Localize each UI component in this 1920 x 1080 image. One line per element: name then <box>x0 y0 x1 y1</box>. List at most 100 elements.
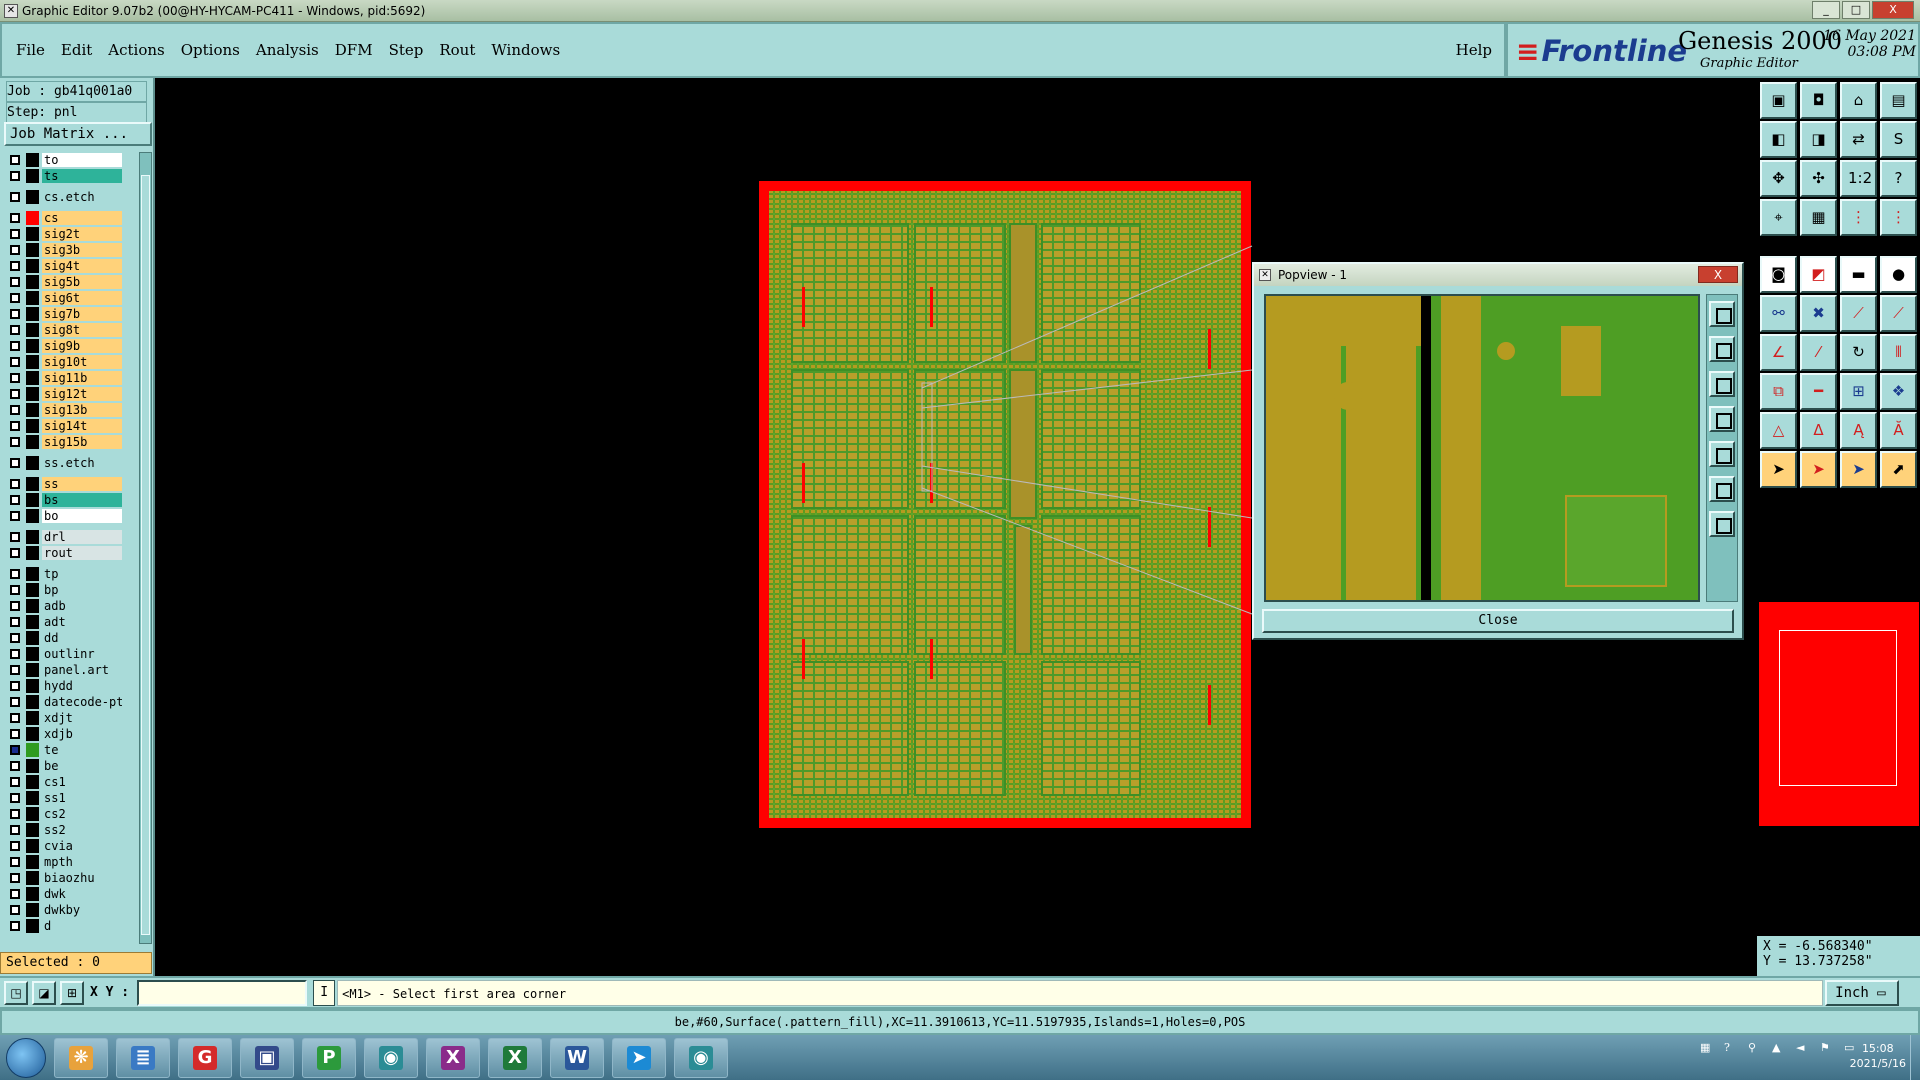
popview-pan-right-button[interactable] <box>1709 441 1735 467</box>
layer-name[interactable]: te <box>42 743 122 757</box>
layer-name[interactable]: hydd <box>42 679 122 693</box>
tray-clock[interactable]: 15:08 2021/5/16 <box>1850 1041 1906 1071</box>
frame-tool-button[interactable]: ▤ <box>1880 82 1917 119</box>
menu-analysis[interactable]: Analysis <box>255 41 319 59</box>
display-icon[interactable]: ▭ <box>1844 1041 1855 1054</box>
connect-tool-button[interactable]: ⚯ <box>1760 295 1797 332</box>
taskbar-app-notepad[interactable]: ≣ <box>116 1037 170 1078</box>
maximize-button[interactable]: □ <box>1842 1 1870 19</box>
layer-row[interactable]: outlinr <box>4 646 140 662</box>
mirror-tool-button[interactable]: ⫴ <box>1880 334 1917 371</box>
layer-row[interactable]: to <box>4 152 140 168</box>
overview-map[interactable] <box>1759 602 1919 826</box>
layer-checkbox[interactable] <box>10 825 20 835</box>
popview-center-button[interactable] <box>1709 511 1735 537</box>
layer-row[interactable]: sig9b <box>4 338 140 354</box>
keyboard-icon[interactable]: ▦ <box>1700 1041 1711 1054</box>
select2-tool-button[interactable]: ➤ <box>1800 451 1837 488</box>
layer-name[interactable]: sig6t <box>42 291 122 305</box>
dimension2-tool-button[interactable]: Ă <box>1880 412 1917 449</box>
layer-name[interactable]: ss <box>42 477 122 491</box>
layer-name[interactable]: cs1 <box>42 775 122 789</box>
dimension-tool-button[interactable]: Ą <box>1840 412 1877 449</box>
edit-mode-button[interactable]: ◪ <box>32 980 56 1005</box>
circle-tool-button[interactable]: ● <box>1880 256 1917 293</box>
snap-mode-button[interactable]: ◳ <box>4 980 28 1005</box>
layer-name[interactable]: xdjb <box>42 727 122 741</box>
menu-step[interactable]: Step <box>388 41 424 59</box>
layer-checkbox[interactable] <box>10 458 20 468</box>
layer-checkbox[interactable] <box>10 681 20 691</box>
layer-name[interactable]: cs2 <box>42 807 122 821</box>
layer-checkbox[interactable] <box>10 585 20 595</box>
menu-edit[interactable]: Edit <box>60 41 93 59</box>
layer-checkbox[interactable] <box>10 192 20 202</box>
select4-tool-button[interactable]: ⬈ <box>1880 451 1917 488</box>
layer-row[interactable]: sig8t <box>4 322 140 338</box>
layer-name[interactable]: mpth <box>42 855 122 869</box>
layer-row[interactable]: sig12t <box>4 386 140 402</box>
route2-tool-button[interactable]: ⟋ <box>1880 295 1917 332</box>
flip-tool-button[interactable]: ⇄ <box>1840 121 1877 158</box>
job-matrix-button[interactable]: Job Matrix ... <box>4 122 152 146</box>
redraw-tool-button[interactable]: S <box>1880 121 1917 158</box>
query-tool-button[interactable]: ? <box>1880 160 1917 197</box>
taskbar-app-excel[interactable]: X <box>488 1037 542 1078</box>
layer-row[interactable]: sig11b <box>4 370 140 386</box>
arrow-up-icon[interactable]: ▲ <box>1772 1041 1781 1054</box>
scale-tool-button[interactable]: 1:2 <box>1840 160 1877 197</box>
layer-name[interactable]: rout <box>42 546 122 560</box>
taskbar-app-feather[interactable]: ➤ <box>612 1037 666 1078</box>
taskbar-app-eye2[interactable]: ◉ <box>674 1037 728 1078</box>
layer-name[interactable]: cs.etch <box>42 190 122 204</box>
layer-name[interactable]: bp <box>42 583 122 597</box>
layer-name[interactable]: sig14t <box>42 419 122 433</box>
layer-row[interactable]: adt <box>4 614 140 630</box>
layer-name[interactable]: sig9b <box>42 339 122 353</box>
layer-row[interactable]: sig5b <box>4 274 140 290</box>
layer-row[interactable]: ss.etch <box>4 455 140 471</box>
move-tool-button[interactable]: ⧉ <box>1760 373 1797 410</box>
grid-mode-button[interactable]: ⊞ <box>60 980 84 1005</box>
layer-row[interactable]: sig2t <box>4 226 140 242</box>
layer-checkbox[interactable] <box>10 793 20 803</box>
menu-dfm[interactable]: DFM <box>334 41 373 59</box>
layer-row[interactable]: te <box>4 742 140 758</box>
menu-rout[interactable]: Rout <box>439 41 476 59</box>
menu-options[interactable]: Options <box>180 41 240 59</box>
layer-row[interactable]: mpth <box>4 854 140 870</box>
layer-row[interactable]: sig15b <box>4 434 140 450</box>
layer-checkbox[interactable] <box>10 421 20 431</box>
layer-name[interactable]: sig12t <box>42 387 122 401</box>
layer-checkbox[interactable] <box>10 511 20 521</box>
layer-row[interactable]: cs1 <box>4 774 140 790</box>
layer-name[interactable]: cs <box>42 211 122 225</box>
pan-left-tool-button[interactable]: ◧ <box>1760 121 1797 158</box>
layer-checkbox[interactable] <box>10 633 20 643</box>
layer-scrollbar[interactable] <box>139 152 152 944</box>
layer-checkbox[interactable] <box>10 405 20 415</box>
layer-checkbox[interactable] <box>10 229 20 239</box>
layer-name[interactable]: ts <box>42 169 122 183</box>
layer-checkbox[interactable] <box>10 277 20 287</box>
layer-name[interactable]: cvia <box>42 839 122 853</box>
layer-row[interactable]: ss2 <box>4 822 140 838</box>
layer-name[interactable]: sig11b <box>42 371 122 385</box>
layer-checkbox[interactable] <box>10 697 20 707</box>
popview-zoom-fit-button[interactable] <box>1709 301 1735 327</box>
volume-icon[interactable]: ◄ <box>1796 1041 1805 1054</box>
layer-row[interactable]: bo <box>4 508 140 524</box>
layer-name[interactable]: bs <box>42 493 122 507</box>
unit-selector[interactable]: Inch ▭ <box>1825 979 1900 1006</box>
resize-tool-button[interactable]: ⊞ <box>1840 373 1877 410</box>
layer-row[interactable]: dwkby <box>4 902 140 918</box>
select-tool-button[interactable]: ➤ <box>1760 451 1797 488</box>
layer-name[interactable]: dwkby <box>42 903 122 917</box>
home-tool-button[interactable]: ⌂ <box>1840 82 1877 119</box>
popview-zoom-in-button[interactable] <box>1709 336 1735 362</box>
layer-checkbox[interactable] <box>10 649 20 659</box>
taskbar-app-save[interactable]: ▣ <box>240 1037 294 1078</box>
taskbar-app-genesis[interactable]: ❋ <box>54 1037 108 1078</box>
layer-name[interactable]: adb <box>42 599 122 613</box>
layer-checkbox[interactable] <box>10 155 20 165</box>
